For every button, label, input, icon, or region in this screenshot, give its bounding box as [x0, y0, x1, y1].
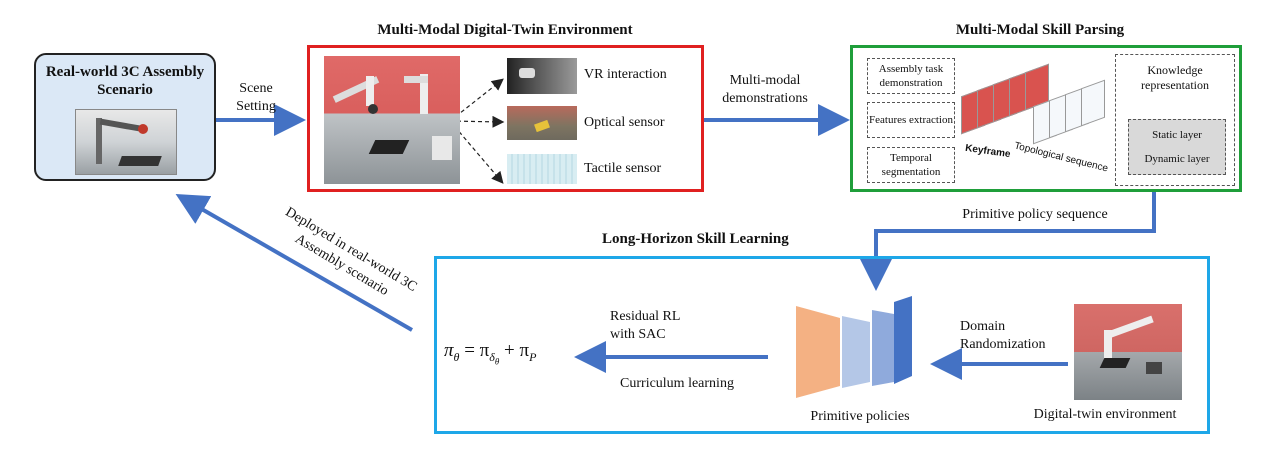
optical-thumbnail: [507, 106, 577, 140]
title-skill-parsing: Multi-Modal Skill Parsing: [955, 22, 1125, 38]
arrow-deployed: [175, 194, 413, 332]
title-skill-learning: Long-Horizon Skill Learning: [602, 231, 789, 247]
real-world-title: Real-world 3C Assembly Scenario: [45, 64, 205, 98]
dashed-arrow-tactile: [449, 120, 504, 184]
label-knowledge: Knowledge representation: [1141, 63, 1209, 92]
real-world-box: Real-world 3C Assembly Scenario: [34, 53, 216, 181]
arrow-primitive-sequence: [860, 190, 1156, 291]
box-temporal-segmentation: Temporal segmentation: [867, 147, 955, 183]
label-scene-setting: Scene Setting: [236, 81, 276, 114]
vr-thumbnail: [507, 58, 577, 94]
label-primitive-sequence: Primitive policy sequence: [962, 207, 1108, 222]
label-residual-rl: Residual RL with SAC: [610, 309, 681, 342]
label-demonstrations: Multi-modal demonstrations: [722, 73, 808, 106]
label-curriculum: Curriculum learning: [620, 376, 734, 391]
label-primitive-policies: Primitive policies: [810, 409, 910, 424]
digital-twin-render: [324, 56, 460, 184]
box-layers: Static layer Dynamic layer: [1128, 119, 1226, 175]
keyframe-stack: [961, 62, 1111, 152]
label-digital-twin-env: Digital-twin environment: [1033, 407, 1177, 422]
label-domain-randomization: Domain Randomization: [960, 319, 1046, 352]
label-optical-sensor: Optical sensor: [584, 115, 665, 130]
digital-twin-env-image: [1074, 304, 1182, 400]
skill-parsing-frame: Assembly task demonstration Features ext…: [850, 45, 1242, 192]
box-features-extraction: Features extraction: [867, 102, 955, 138]
box-knowledge: Knowledge representation Static layer Dy…: [1115, 54, 1235, 186]
label-tactile-sensor: Tactile sensor: [584, 161, 662, 176]
digital-twin-frame: VR interaction Optical sensor Tactile se…: [307, 45, 704, 192]
skill-learning-frame: [434, 256, 1210, 434]
tactile-thumbnail: [507, 154, 577, 184]
box-assembly-demo: Assembly task demonstration: [867, 58, 955, 94]
real-world-photo: [75, 109, 177, 175]
policy-formula: πθ = πδθ + πP: [444, 340, 537, 367]
label-vr-interaction: VR interaction: [584, 67, 667, 82]
primitive-policies-graphic: [796, 296, 912, 398]
title-digital-twin: Multi-Modal Digital-Twin Environment: [377, 22, 633, 38]
